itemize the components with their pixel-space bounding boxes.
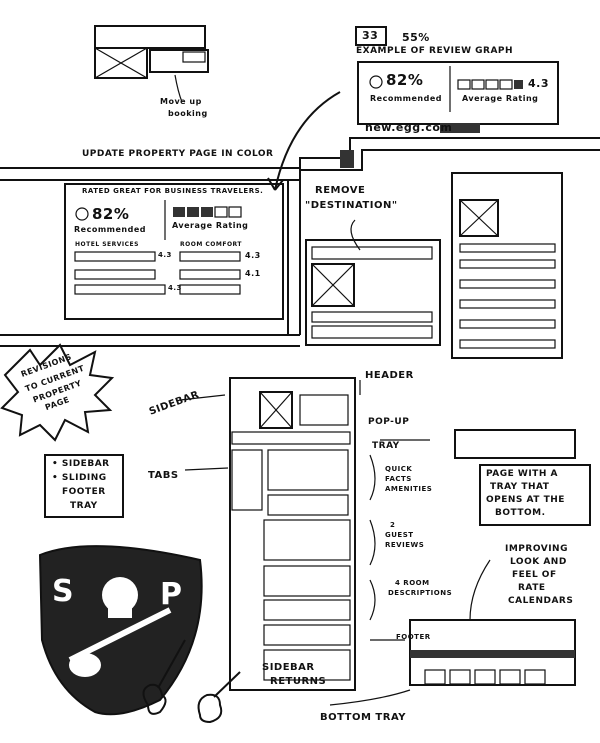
quick-facts-line2: facts <box>385 475 412 483</box>
page-tray-note-line1: Page with a <box>486 469 558 479</box>
review-graph-example <box>355 26 559 133</box>
main-page-wireframe <box>229 377 356 691</box>
rate-cal-note-line4: rate <box>518 583 546 593</box>
review-rating: 4.3 <box>528 77 549 90</box>
top-mock-wireframe <box>94 25 209 103</box>
review-percent: 82% <box>386 71 424 89</box>
sidebar-note-line2: • Sliding <box>52 473 107 483</box>
room-comfort-label: Room Comfort <box>180 241 242 248</box>
sidebar-note-line1: • Sidebar <box>52 459 110 469</box>
remove-note-line1: Remove <box>315 185 366 196</box>
rated-title: Rated great for business travelers. <box>82 187 264 195</box>
rated-val3: 4.1 <box>245 269 261 278</box>
page-tray-note-line3: opens at the <box>486 495 565 505</box>
rate-cal-note-line5: calendars <box>508 596 574 606</box>
footer-label: Footer <box>396 633 431 641</box>
hotel-services-label: Hotel Services <box>75 241 139 248</box>
move-up-booking-note-line1: Move up <box>160 97 202 106</box>
crest-illustration <box>38 545 203 716</box>
popup-label-line1: Pop-up <box>368 417 410 427</box>
rated-average-label: Average Rating <box>172 221 249 230</box>
crest-letter-p: P <box>160 577 183 612</box>
review-counter: 33 <box>362 29 379 42</box>
review-percent-top: 55% <box>402 31 430 44</box>
rated-val1: 4.3 <box>158 251 172 259</box>
guitar-drawing <box>142 639 241 724</box>
rated-great-box <box>64 183 284 320</box>
review-example-title: Example of review graph <box>356 46 514 56</box>
room-desc-line2: Descriptions <box>388 589 453 597</box>
arrow-review-to-rated <box>274 91 341 191</box>
guest-reviews-line3: Reviews <box>385 541 425 549</box>
revisions-starburst-shape <box>0 343 115 442</box>
guest-reviews-line2: Guest <box>385 531 414 539</box>
banner-divider <box>0 137 600 347</box>
remove-note-line2: "Destination" <box>305 200 398 211</box>
middle-wireframe <box>305 219 441 346</box>
bottom-right-wireframe <box>409 429 576 686</box>
review-recommended: Recommended <box>370 94 442 103</box>
sidebar-returns-line2: returns <box>270 676 327 687</box>
review-source: new.egg.com <box>365 121 453 134</box>
popup-label-line2: Tray <box>372 441 400 451</box>
right-tall-wireframe <box>451 172 563 359</box>
rated-recommended: Recommended <box>74 225 146 234</box>
header-label: Header <box>365 370 414 381</box>
page-tray-note-box <box>479 464 591 526</box>
page-tray-note-line2: tray that <box>490 482 550 492</box>
rated-val4: 4.3 <box>168 284 182 292</box>
banner-text: Update property page in color <box>82 149 274 159</box>
sidebar-note-box <box>44 454 124 518</box>
tabs-label: Tabs <box>148 470 179 481</box>
rate-cal-note-line2: look and <box>510 557 567 567</box>
sidebar-note-line4: tray <box>70 501 98 511</box>
rated-val2: 4.3 <box>245 251 261 260</box>
guest-reviews-line1: 2 <box>390 521 396 529</box>
move-up-booking-note-line2: booking <box>168 109 208 118</box>
review-average-label: Average Rating <box>462 94 539 103</box>
rate-cal-note-line1: Improving <box>505 544 568 554</box>
rate-cal-note-line3: feel of <box>512 570 557 580</box>
rated-percent: 82% <box>92 205 130 223</box>
page-tray-note-line4: bottom. <box>495 508 546 518</box>
crest-letter-s: S <box>52 574 75 609</box>
room-desc-line1: 4 Room <box>395 579 430 587</box>
quick-facts-line1: Quick <box>385 465 413 473</box>
quick-facts-line3: amenities <box>385 485 433 493</box>
sidebar-note-line3: footer <box>62 487 106 497</box>
sidebar-returns-line1: Sidebar <box>262 662 315 673</box>
bottom-tray-label: Bottom Tray <box>320 712 406 723</box>
